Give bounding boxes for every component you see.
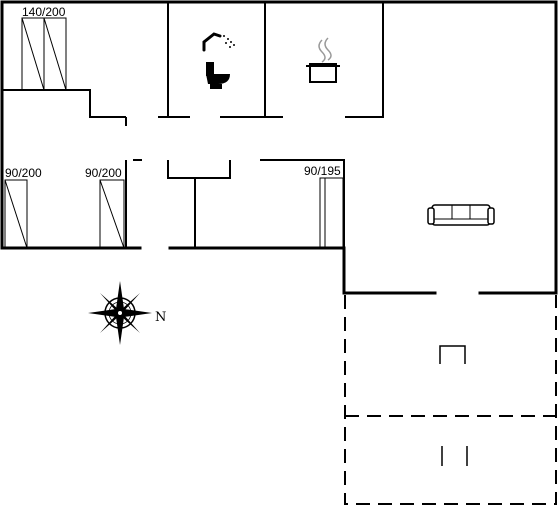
cooking-pot-icon (306, 37, 340, 83)
double-bed: 140/200 (21, 5, 67, 91)
terrace-chairs (441, 446, 468, 466)
north-label: N (155, 310, 166, 325)
bed-label-140-200: 140/200 (22, 5, 66, 19)
bed-label-90-200-left: 90/200 (5, 166, 42, 180)
compass-rose-icon (88, 281, 152, 345)
bed-label-90-195: 90/195 (304, 164, 341, 178)
single-bed-middle: 90/200 (85, 166, 125, 249)
sofa-icon (427, 204, 495, 226)
interior-walls (2, 2, 384, 248)
single-bed-right: 90/195 (304, 164, 344, 249)
shower-icon (202, 32, 235, 52)
terrace-outline (344, 295, 557, 505)
single-bed-left: 90/200 (4, 166, 42, 249)
bed-label-90-200-middle: 90/200 (85, 166, 122, 180)
toilet-icon (206, 62, 230, 89)
outer-walls (0, 0, 558, 295)
terrace-table (439, 345, 466, 364)
